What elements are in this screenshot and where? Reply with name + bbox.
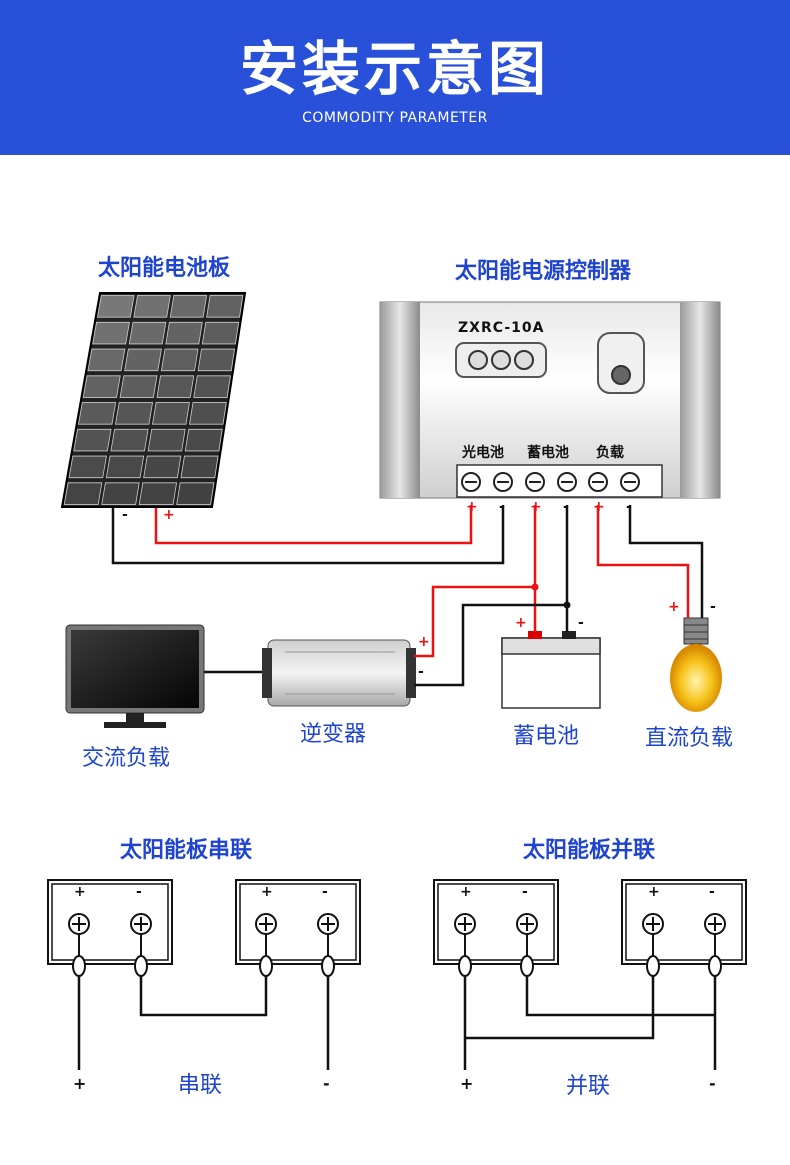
- ctrl-bat-minus-mark: -: [563, 499, 569, 515]
- solar-cell: [68, 455, 107, 479]
- ctrl-load-minus-mark: -: [626, 499, 632, 515]
- ctrl-load-plus-mark: +: [593, 499, 605, 515]
- solar-cell: [193, 375, 231, 398]
- panel-plus-mark: +: [163, 507, 175, 523]
- solar-cell: [138, 482, 178, 505]
- terminal-label-pv: 光电池: [462, 445, 504, 461]
- terminal-label-battery: 蓄电池: [527, 445, 569, 461]
- solar-cell: [96, 295, 135, 318]
- series-caption: 串联: [178, 1073, 223, 1098]
- terminal-screw: [704, 913, 726, 977]
- solar-cell: [165, 321, 203, 345]
- inverter: [262, 639, 416, 707]
- bulb-minus-mark: -: [710, 599, 716, 615]
- connection-diagrams: [47, 879, 747, 1070]
- solar-panel-label: 太阳能电池板: [98, 256, 231, 281]
- solar-cell: [115, 402, 154, 425]
- solar-cell: [110, 428, 149, 452]
- panel-terminal-box: [433, 879, 559, 965]
- solar-panel: [60, 292, 247, 508]
- terminal-screw: [317, 913, 339, 977]
- ctrl-pv-minus-mark: -: [499, 499, 505, 515]
- solar-cell: [82, 375, 121, 398]
- parallel-out-plus: +: [460, 1074, 474, 1093]
- s2-minus: -: [322, 884, 328, 900]
- terminal-screw: [130, 913, 152, 977]
- terminal-screw: [642, 913, 664, 977]
- solar-cell: [143, 455, 182, 479]
- terminal-label-load: 负载: [596, 445, 624, 461]
- p2-plus: +: [648, 884, 660, 900]
- header-banner: 安装示意图 COMMODITY PARAMETER: [0, 0, 790, 155]
- parallel-out-minus: -: [709, 1074, 716, 1093]
- wires-main: [111, 505, 704, 687]
- solar-cell: [147, 428, 186, 452]
- solar-cell: [78, 402, 117, 425]
- solar-cell: [189, 402, 227, 425]
- solar-cell: [176, 482, 215, 505]
- solar-cell: [152, 402, 190, 425]
- controller-model: ZXRC-10A: [458, 320, 545, 336]
- series-out-plus: +: [73, 1074, 87, 1093]
- p2-minus: -: [709, 884, 715, 900]
- page-title: 安装示意图: [239, 35, 550, 103]
- charge-controller: [379, 301, 721, 499]
- battery: [501, 631, 601, 709]
- solar-cell: [197, 348, 236, 372]
- solar-cell: [184, 428, 223, 452]
- solar-cell: [119, 375, 158, 398]
- solar-cell: [92, 321, 130, 345]
- solar-cell: [201, 321, 240, 345]
- terminal-screw: [454, 913, 476, 977]
- inverter-minus-mark: -: [418, 664, 424, 680]
- solar-cell: [156, 375, 195, 398]
- wire: [525, 976, 715, 1017]
- battery-label: 蓄电池: [513, 724, 580, 749]
- solar-cell: [73, 428, 112, 452]
- ac-load-label: 交流负载: [82, 746, 171, 771]
- solar-cell: [180, 455, 219, 479]
- wire: [465, 976, 655, 1040]
- terminal-screw: [255, 913, 277, 977]
- panel-terminal-box: [47, 879, 173, 965]
- solar-cell: [128, 321, 167, 345]
- solar-cell: [124, 348, 162, 372]
- terminal-screw: [516, 913, 538, 977]
- s2-plus: +: [261, 884, 273, 900]
- controller-label: 太阳能电源控制器: [455, 259, 632, 284]
- parallel-title: 太阳能板并联: [523, 838, 656, 863]
- p1-plus: +: [460, 884, 472, 900]
- solar-cell: [133, 295, 171, 318]
- battery-plus-mark: +: [515, 615, 527, 631]
- dc-load-label: 直流负载: [645, 726, 734, 751]
- s1-plus: +: [74, 884, 86, 900]
- monitor: [65, 624, 205, 728]
- ctrl-bat-plus-mark: +: [530, 499, 542, 515]
- parallel-caption: 并联: [566, 1074, 611, 1099]
- s1-minus: -: [136, 884, 142, 900]
- panel-terminal-box: [621, 879, 747, 965]
- light-bulb: [670, 617, 722, 712]
- inverter-label: 逆变器: [300, 722, 367, 747]
- battery-minus-mark: -: [578, 615, 584, 631]
- solar-cell: [206, 295, 244, 318]
- terminal-screw: [68, 913, 90, 977]
- page-subtitle: COMMODITY PARAMETER: [302, 110, 488, 126]
- series-title: 太阳能板串联: [120, 838, 253, 863]
- solar-cell: [105, 455, 145, 479]
- bulb-plus-mark: +: [668, 599, 680, 615]
- solar-cell: [87, 348, 126, 372]
- ctrl-pv-plus-mark: +: [466, 499, 478, 515]
- panel-minus-mark: -: [122, 507, 128, 523]
- series-out-minus: -: [323, 1074, 330, 1093]
- panel-terminal-box: [235, 879, 361, 965]
- p1-minus: -: [522, 884, 528, 900]
- wire: [139, 976, 268, 1017]
- solar-cell: [169, 295, 208, 318]
- inverter-plus-mark: +: [418, 634, 430, 650]
- solar-cell: [160, 348, 199, 372]
- solar-cell: [101, 482, 140, 505]
- solar-cell: [63, 482, 103, 505]
